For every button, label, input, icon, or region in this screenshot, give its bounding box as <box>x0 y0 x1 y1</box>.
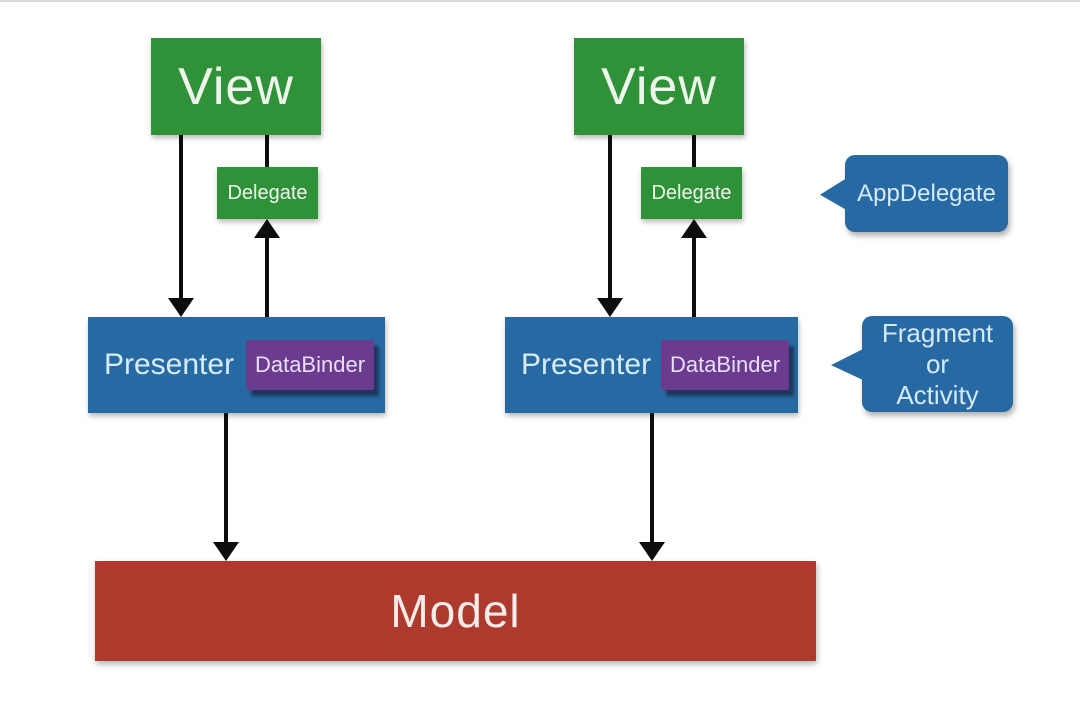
top-border-line <box>0 0 1080 2</box>
fragment-callout-line: Fragment <box>881 317 994 348</box>
presenter-label: Presenter <box>521 348 652 381</box>
arrowhead-presenter-to-model-right <box>639 542 665 561</box>
connector-view-to-delegate-right <box>692 135 696 167</box>
view-label: View <box>601 57 717 116</box>
databinder-chip-right: DataBinder <box>661 340 789 390</box>
arrow-line-view-to-presenter-left <box>179 135 183 300</box>
delegate-box-left: Delegate <box>217 167 318 219</box>
arrow-line-presenter-to-model-right <box>650 413 654 544</box>
view-box-right: View <box>574 38 744 135</box>
databinder-chip-left: DataBinder <box>246 340 374 390</box>
arrowhead-presenter-to-delegate-left <box>254 219 280 238</box>
arrow-line-presenter-to-model-left <box>224 413 228 544</box>
appdelegate-callout-label: AppDelegate <box>857 179 996 207</box>
appdelegate-callout: AppDelegate <box>845 155 1008 232</box>
presenter-box-right: Presenter DataBinder <box>505 317 798 413</box>
arrowhead-presenter-to-model-left <box>213 542 239 561</box>
delegate-box-right: Delegate <box>641 167 742 219</box>
arrow-line-presenter-to-delegate-right <box>692 236 696 317</box>
databinder-label: DataBinder <box>254 352 366 377</box>
model-label: Model <box>390 585 521 637</box>
arrowhead-presenter-to-delegate-right <box>681 219 707 238</box>
delegate-label: Delegate <box>227 181 308 204</box>
databinder-label: DataBinder <box>669 352 781 377</box>
presenter-label: Presenter <box>104 348 235 381</box>
presenter-box-left: Presenter DataBinder <box>88 317 385 413</box>
view-label: View <box>178 57 294 116</box>
arrowhead-view-to-presenter-left <box>168 298 194 317</box>
fragment-callout-line: Activity <box>896 379 979 410</box>
appdelegate-callout-tail <box>820 176 850 212</box>
delegate-label: Delegate <box>651 181 732 204</box>
arrow-line-presenter-to-delegate-left <box>265 236 269 317</box>
connector-view-to-delegate-left <box>265 135 269 167</box>
model-box: Model <box>95 561 816 661</box>
fragment-callout-line: or <box>925 348 950 379</box>
view-box-left: View <box>151 38 321 135</box>
arrow-line-view-to-presenter-right <box>608 135 612 300</box>
fragment-activity-callout-tail <box>831 348 865 381</box>
arrowhead-view-to-presenter-right <box>597 298 623 317</box>
fragment-activity-callout: Fragment or Activity <box>862 316 1013 412</box>
